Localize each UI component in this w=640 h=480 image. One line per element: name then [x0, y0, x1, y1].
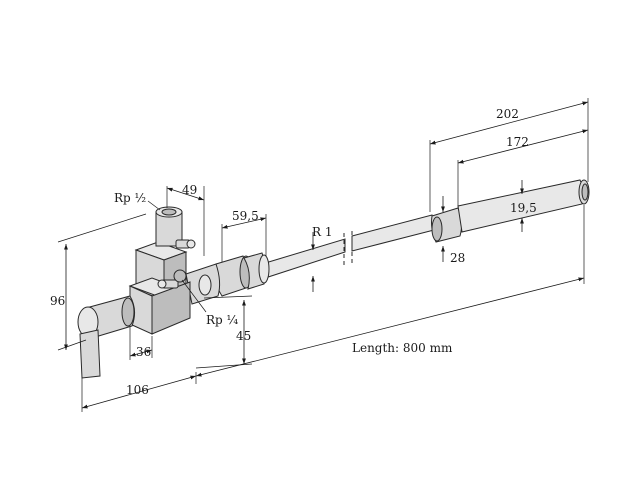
dimension-labels: Rp ½ 49 59,5 R 1 96 Rp ¼ 45 36 106 Lengt… — [50, 107, 537, 397]
label-96: 96 — [50, 294, 65, 308]
label-rp-half: Rp ½ — [114, 191, 146, 205]
label-rp-quarter: Rp ¼ — [206, 313, 239, 327]
grease-nipple-side — [157, 279, 179, 289]
label-106: 106 — [126, 383, 149, 397]
label-49: 49 — [182, 183, 197, 197]
label-172: 172 — [506, 135, 529, 149]
label-45: 45 — [236, 329, 251, 343]
label-59-5: 59,5 — [232, 209, 259, 223]
label-36: 36 — [136, 345, 151, 359]
port-rp-quarter — [173, 269, 187, 283]
valve-handle — [77, 295, 136, 379]
tip-bore — [581, 183, 589, 201]
label-r1: R 1 — [312, 225, 332, 239]
nipple-face — [198, 274, 212, 296]
label-length: Length: 800 mm — [352, 341, 453, 355]
label-28: 28 — [450, 251, 465, 265]
union-nut — [214, 252, 270, 297]
label-202: 202 — [496, 107, 519, 121]
label-19-5: 19,5 — [510, 201, 537, 215]
coupling-face — [431, 216, 443, 242]
tube-left-section — [261, 238, 346, 280]
dimension-lines — [57, 98, 589, 412]
grease-nipple-upper — [175, 239, 196, 249]
tube-right-section — [351, 214, 435, 252]
top-fitting — [155, 206, 183, 247]
